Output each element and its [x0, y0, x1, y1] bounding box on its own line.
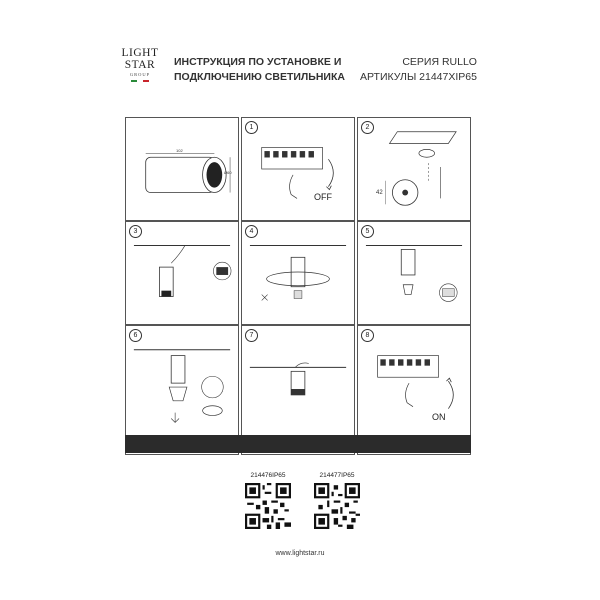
step-7: 7 [241, 325, 355, 455]
wiring-connection-icon [133, 245, 232, 297]
off-label: OFF [314, 192, 332, 202]
title-line2: ПОДКЛЮЧЕНИЮ СВЕТИЛЬНИКА [174, 71, 345, 83]
series-name: СЕРИЯ RULLO [402, 56, 477, 68]
dim-length: 102 [176, 148, 183, 153]
article-numbers: АРТИКУЛЫ 21447XIP65 [360, 71, 477, 83]
dim-height: Ø60 [224, 170, 232, 175]
logo-line3: GROUP [129, 72, 151, 77]
title-line1: ИНСТРУКЦИЯ ПО УСТАНОВКЕ И [174, 56, 342, 68]
qr-block-1: 214476IP65 [238, 472, 298, 529]
footer-bar [125, 435, 471, 453]
step-dimensions: 102 Ø60 [125, 117, 239, 221]
series-info: СЕРИЯ RULLO АРТИКУЛЫ 21447XIP65 [360, 55, 477, 85]
qr-code-icon[interactable] [314, 483, 360, 529]
step-1: 1 OFF [241, 117, 355, 221]
lightstar-logo: LIGHT STAR GROUP [120, 47, 160, 92]
install-lamp-icon [133, 349, 231, 423]
insert-lamp-icon [365, 245, 463, 302]
breaker-on-icon [377, 355, 454, 409]
step-2: 2 42 [357, 117, 471, 221]
qr-code-label: 214477IP65 [319, 472, 355, 479]
step-3: 3 [125, 221, 239, 325]
instruction-grid: 102 Ø60 1 OFF 2 42 [125, 117, 471, 455]
logo-line1: LIGHT [121, 47, 159, 59]
step-6: 6 [125, 325, 239, 455]
step-number: 7 [245, 329, 258, 342]
breaker-off-icon [261, 147, 334, 199]
step-number: 8 [361, 329, 374, 342]
rotate-luminaire-icon [249, 245, 347, 301]
qr-code-label: 214476IP65 [250, 472, 286, 479]
document-title: ИНСТРУКЦИЯ ПО УСТАНОВКЕ И ПОДКЛЮЧЕНИЮ СВ… [174, 55, 345, 85]
step-4: 4 [241, 221, 355, 325]
dimensions-diagram-icon [145, 153, 231, 193]
step-5: 5 [357, 221, 471, 325]
step-number: 1 [245, 121, 258, 134]
step-number: 5 [361, 225, 374, 238]
qr-code-icon[interactable] [245, 483, 291, 529]
italian-flag-icon [131, 79, 149, 82]
step-number: 3 [129, 225, 142, 238]
dim-42: 42 [376, 190, 383, 196]
on-label: ON [432, 412, 446, 422]
mounting-plate-icon [385, 131, 457, 206]
step-number: 6 [129, 329, 142, 342]
step-number: 2 [361, 121, 374, 134]
step-8: 8 ON [357, 325, 471, 455]
logo-line2: STAR [124, 58, 156, 71]
step-number: 4 [245, 225, 258, 238]
website-link[interactable]: www.lightstar.ru [275, 550, 325, 557]
qr-block-2: 214477IP65 [307, 472, 367, 529]
recessed-luminaire-icon [249, 362, 347, 396]
